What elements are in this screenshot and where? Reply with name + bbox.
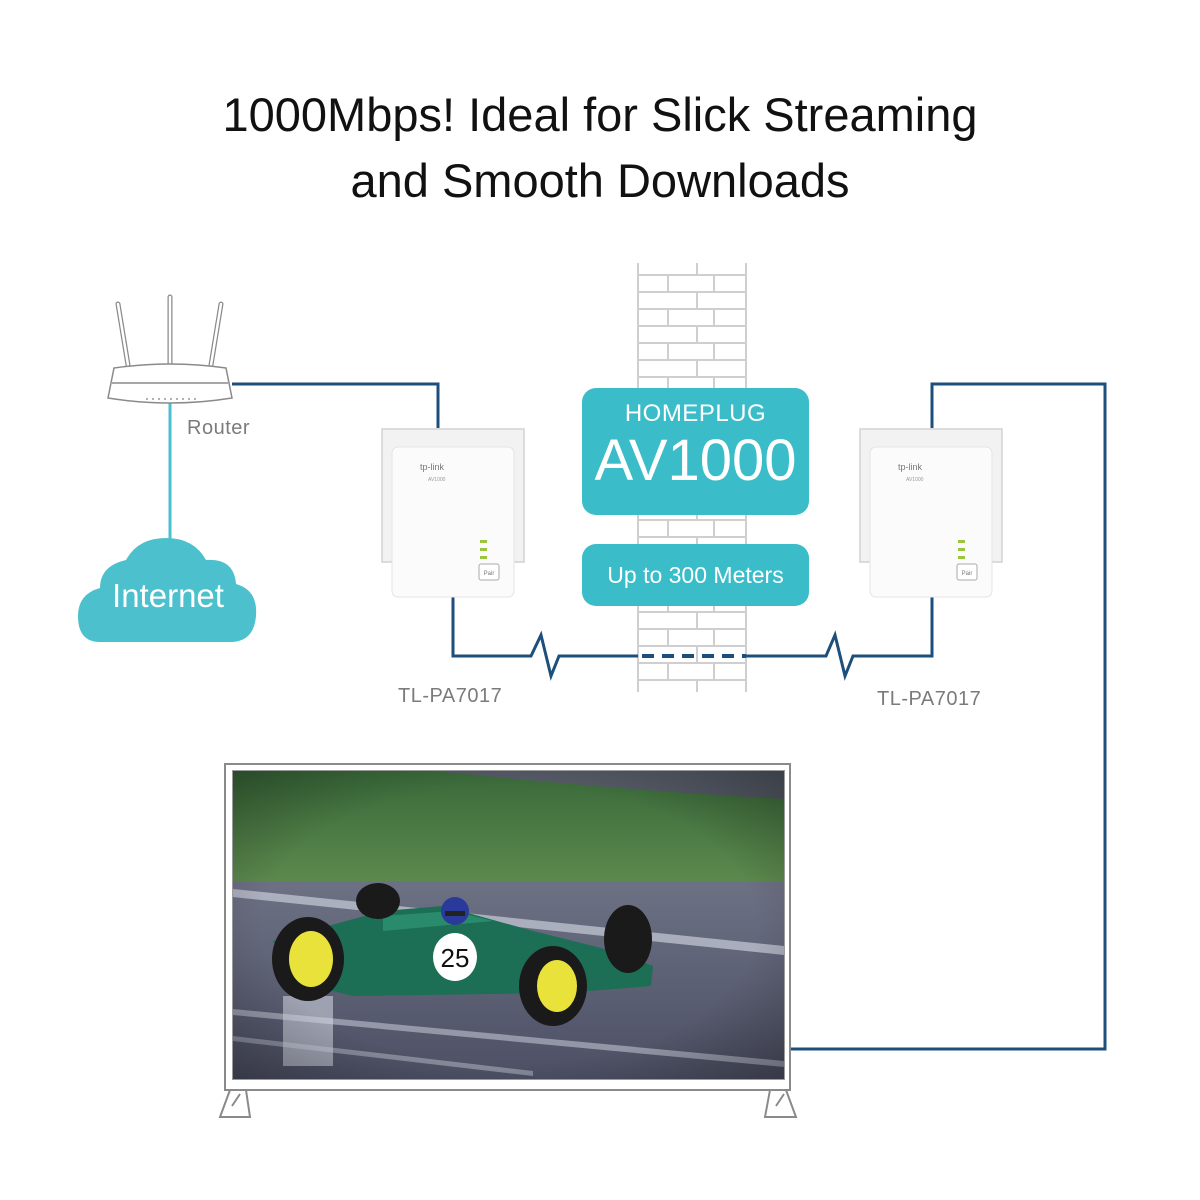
homeplug-label: HOMEPLUG <box>624 400 767 427</box>
internet-label: Internet <box>112 577 224 614</box>
homeplug-av1000-badge: HOMEPLUG AV1000 <box>582 388 809 515</box>
svg-text:tp-link: tp-link <box>420 462 445 472</box>
powerline-right <box>746 596 934 681</box>
headline-line-1: 1000Mbps! Ideal for Slick Streaming <box>222 88 978 141</box>
svg-text:tp-link: tp-link <box>898 462 923 472</box>
range-badge: Up to 300 Meters <box>582 544 809 606</box>
adapter-left-label: TL-PA7017 <box>398 685 503 707</box>
adapter-right-label: TL-PA7017 <box>877 688 982 710</box>
brick-wall-icon <box>637 263 747 692</box>
svg-text:Pair: Pair <box>962 571 973 577</box>
ethernet-cable-router <box>232 382 440 428</box>
powerline-left <box>451 596 638 681</box>
tv-screen: 25 <box>232 770 785 1080</box>
powerline-adapter-right: Pair tp-link AV1000 <box>859 428 1003 598</box>
ethernet-cable-tv <box>790 382 1107 1051</box>
av1000-label: AV1000 <box>594 428 797 493</box>
race-car-photo: 25 <box>233 771 784 1079</box>
cloud-icon <box>78 538 257 642</box>
router-icon <box>107 294 233 404</box>
headline: 1000Mbps! Ideal for Slick Streaming and … <box>0 82 1200 214</box>
svg-text:Pair: Pair <box>484 571 495 577</box>
svg-text:AV1000: AV1000 <box>428 477 446 483</box>
svg-text:AV1000: AV1000 <box>906 477 924 483</box>
router-label: Router <box>187 417 251 439</box>
powerline-adapter-left: Pair tp-link AV1000 <box>381 428 525 598</box>
headline-line-2: and Smooth Downloads <box>350 154 850 207</box>
